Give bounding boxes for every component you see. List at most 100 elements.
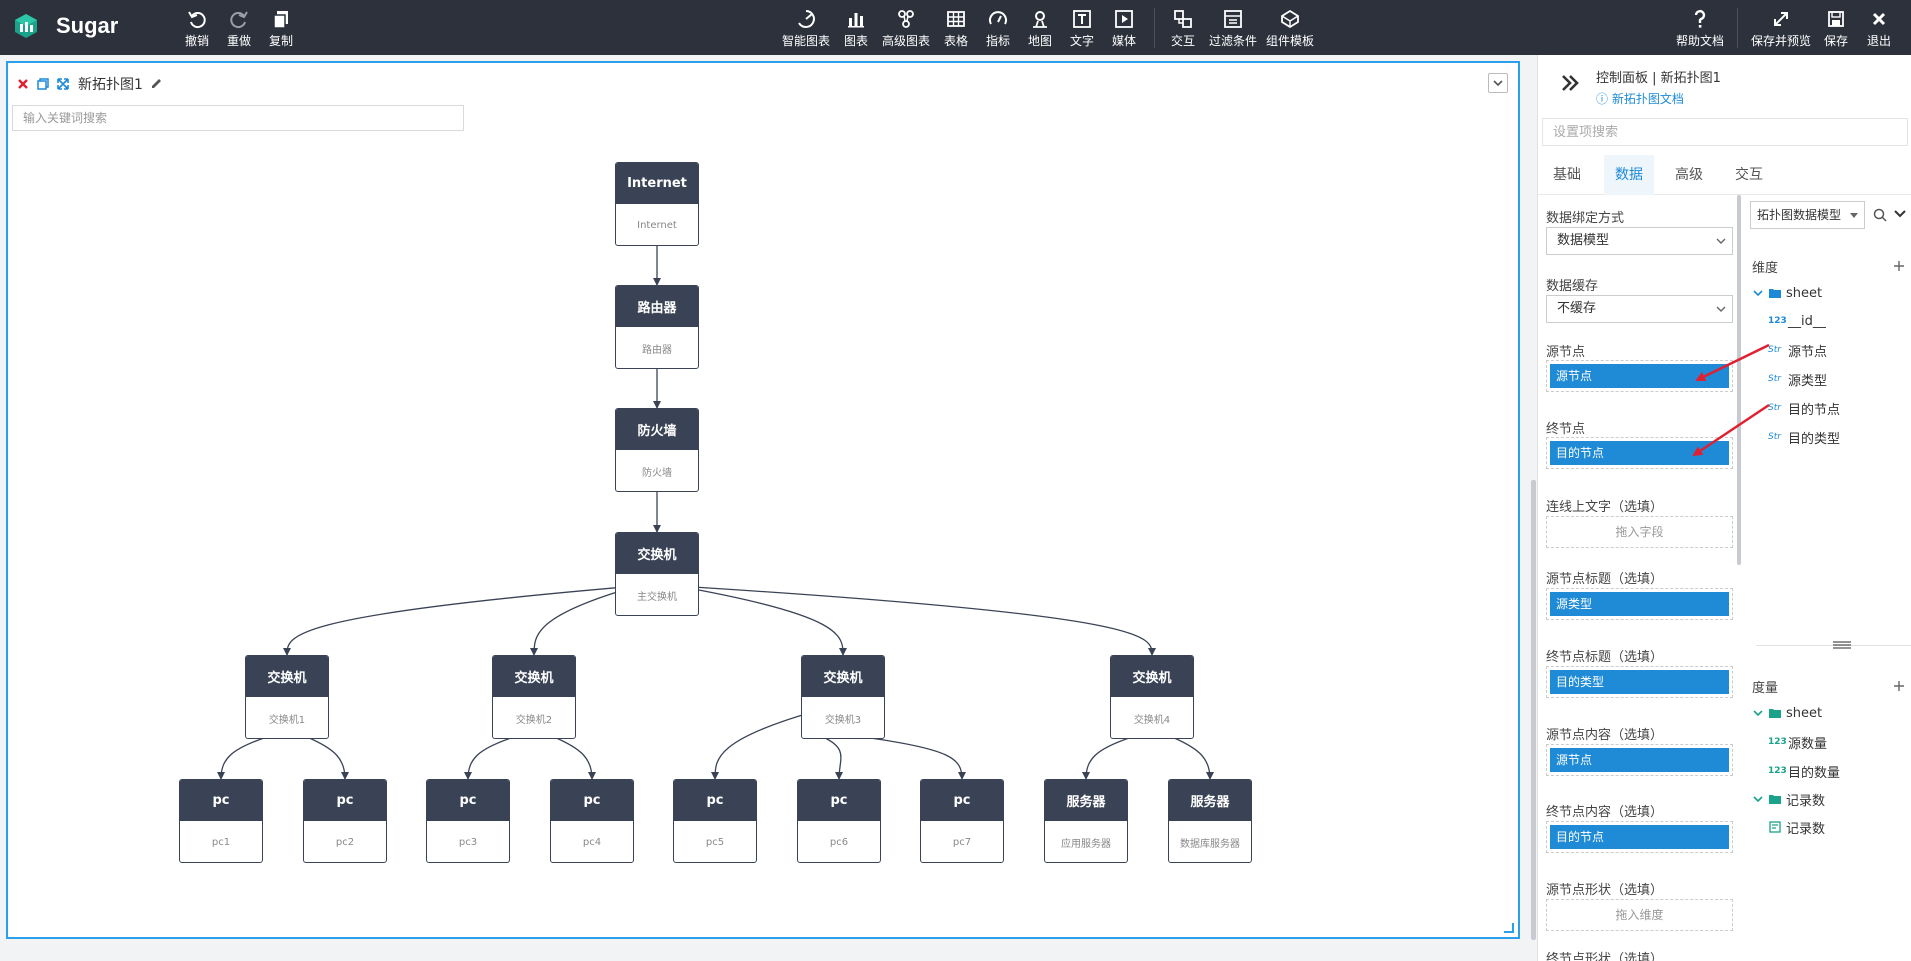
target-content-dropzone[interactable]: 目的节点	[1546, 821, 1733, 853]
panel-doc-link[interactable]: ⓘ 新拓扑图文档	[1596, 90, 1684, 107]
text-button[interactable]: 文字	[1054, 6, 1110, 50]
source-title-dropzone[interactable]: 源类型	[1546, 588, 1733, 620]
topology-node[interactable]: 交换机主交换机	[615, 532, 699, 616]
record-count-folder[interactable]: 记录数	[1752, 789, 1825, 809]
templates-button[interactable]: 组件模板	[1260, 6, 1320, 50]
tab-interaction[interactable]: 交互	[1735, 167, 1763, 183]
topology-edge	[464, 736, 515, 780]
topology-node[interactable]: 交换机交换机4	[1110, 655, 1194, 739]
canvas-collapse-button[interactable]	[1488, 73, 1508, 93]
data-model-select[interactable]: 拓扑图数据模型	[1750, 201, 1865, 229]
topology-node[interactable]: 防火墙防火墙	[615, 408, 699, 492]
topology-node[interactable]: 服务器应用服务器	[1044, 779, 1128, 863]
add-measure-icon[interactable]	[1892, 679, 1906, 693]
dimension-field[interactable]: Str 目的类型	[1768, 427, 1840, 447]
double-chevron-right-icon[interactable]	[1558, 71, 1582, 95]
help-button[interactable]: 帮助文档	[1672, 6, 1728, 50]
indicator-button[interactable]: 指标	[970, 6, 1026, 50]
tab-advanced[interactable]: 高级	[1675, 167, 1703, 183]
help-circle-icon: ⓘ	[1596, 92, 1612, 106]
node-name-label: Internet	[637, 219, 677, 231]
filter-button[interactable]: 过滤条件	[1203, 6, 1263, 50]
tab-data[interactable]: 数据	[1604, 155, 1654, 195]
topology-node[interactable]: 路由器路由器	[615, 285, 699, 369]
chart-button[interactable]: 图表	[828, 6, 884, 50]
dimension-field[interactable]: 123 __id__	[1768, 311, 1826, 331]
measure-field[interactable]: 123 源数量	[1768, 732, 1827, 752]
node-name-label: pc7	[952, 836, 972, 848]
node-name-label: 交换机3	[824, 714, 862, 726]
source-shape-label: 源节点形状（选填）	[1546, 883, 1664, 898]
topology-node[interactable]: 交换机交换机2	[492, 655, 576, 739]
top-toolbar: Sugar 撤销 重做 复制 智能图表 图表 高级图表 表格	[0, 0, 1911, 55]
dimension-field[interactable]: Str 源节点	[1768, 340, 1827, 360]
binding-mode-select[interactable]: 数据模型	[1546, 227, 1733, 255]
edit-pencil-icon[interactable]	[149, 77, 163, 91]
save-preview-button[interactable]: 保存并预览	[1747, 6, 1815, 50]
smart-chart-button[interactable]: 智能图表	[778, 6, 834, 50]
save-icon	[1828, 11, 1844, 27]
edge-text-dropzone[interactable]: 拖入字段	[1546, 516, 1733, 548]
measure-folder-sheet[interactable]: sheet	[1752, 703, 1822, 723]
node-name-label: pc2	[335, 836, 355, 848]
node-name-label: 路由器	[642, 344, 672, 356]
source-title-chip[interactable]: 源类型	[1550, 592, 1729, 616]
source-shape-dropzone[interactable]: 拖入维度	[1546, 899, 1733, 931]
advanced-chart-label: 高级图表	[881, 34, 930, 48]
undo-button[interactable]: 撤销	[170, 6, 224, 50]
target-node-chip[interactable]: 目的节点	[1550, 441, 1729, 465]
source-content-chip[interactable]: 源节点	[1550, 748, 1729, 772]
fullscreen-icon[interactable]	[56, 77, 70, 91]
canvas-scrollbar[interactable]	[1531, 480, 1536, 940]
settings-search-input[interactable]	[1542, 118, 1908, 146]
target-node-dropzone[interactable]: 目的节点	[1546, 437, 1733, 469]
cache-select[interactable]: 不缓存	[1546, 295, 1733, 323]
source-node-dropzone[interactable]: 源节点	[1546, 360, 1733, 392]
redo-button[interactable]: 重做	[212, 6, 266, 50]
dimension-field[interactable]: Str 目的节点	[1768, 398, 1840, 418]
panel-title: 控制面板 | 新拓扑图1	[1596, 71, 1721, 86]
target-title-chip[interactable]: 目的类型	[1550, 670, 1729, 694]
duplicate-icon[interactable]	[36, 77, 50, 91]
topology-node[interactable]: 交换机交换机1	[245, 655, 329, 739]
tab-basic[interactable]: 基础	[1553, 167, 1581, 183]
advanced-chart-button[interactable]: 高级图表	[878, 6, 934, 50]
search-icon[interactable]	[1872, 207, 1888, 223]
topology-node[interactable]: 交换机交换机3	[801, 655, 885, 739]
copy-button[interactable]: 复制	[254, 6, 308, 50]
media-button[interactable]: 媒体	[1096, 6, 1152, 50]
config-scrollbar[interactable]	[1737, 195, 1741, 565]
drag-handle-icon[interactable]	[1832, 640, 1852, 650]
keyword-search-input[interactable]	[12, 105, 464, 131]
map-button[interactable]: 地图	[1012, 6, 1068, 50]
source-content-dropzone[interactable]: 源节点	[1546, 744, 1733, 776]
chevron-down-icon[interactable]	[1893, 207, 1907, 221]
dimension-field[interactable]: Str 源类型	[1768, 369, 1827, 389]
topology-node[interactable]: 服务器数据库服务器	[1168, 779, 1252, 863]
topology-edges	[217, 246, 1214, 780]
delete-icon[interactable]	[16, 77, 30, 91]
add-dimension-icon[interactable]	[1892, 259, 1906, 273]
source-node-chip[interactable]: 源节点	[1550, 364, 1729, 388]
target-title-dropzone[interactable]: 目的类型	[1546, 666, 1733, 698]
exit-button[interactable]: 退出	[1853, 6, 1905, 50]
target-content-chip[interactable]: 目的节点	[1550, 825, 1729, 849]
record-count-field[interactable]: 记录数	[1768, 817, 1825, 837]
node-name-label: 交换机1	[268, 714, 306, 726]
measure-field[interactable]: 123 目的数量	[1768, 761, 1840, 781]
table-button[interactable]: 表格	[928, 6, 984, 50]
save-button[interactable]: 保存	[1810, 6, 1862, 50]
dimension-folder-sheet[interactable]: sheet	[1752, 283, 1822, 303]
resize-handle[interactable]	[1504, 923, 1514, 933]
interaction-button[interactable]: 交互	[1155, 6, 1211, 50]
panel-header: 控制面板 | 新拓扑图1 ⓘ 新拓扑图文档	[1538, 55, 1911, 114]
